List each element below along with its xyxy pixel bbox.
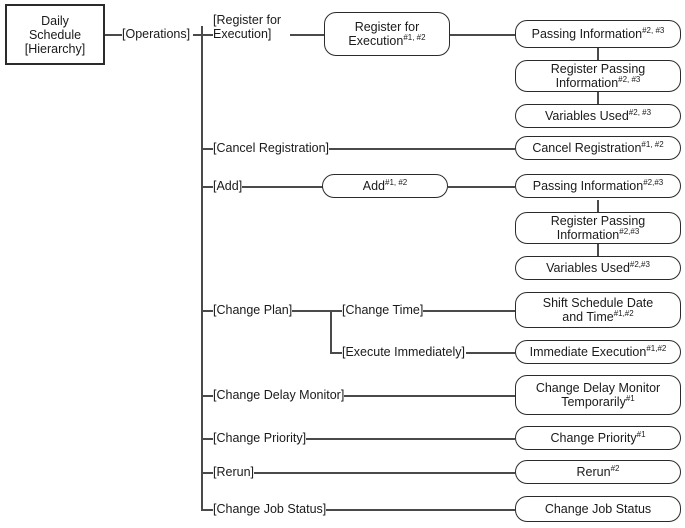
node-superscript: #1, #2 bbox=[385, 177, 408, 187]
connector-stub-cancel-registration bbox=[201, 148, 213, 150]
connector-passing-to-register-passing-1 bbox=[597, 48, 599, 60]
node-superscript: #1 bbox=[625, 393, 635, 403]
edge-label-cancel-registration[interactable]: [Cancel Registration] bbox=[213, 141, 330, 155]
connector-stub-change-plan bbox=[201, 310, 213, 312]
node-superscript: #2,#3 bbox=[643, 177, 664, 187]
node-superscript: #1,#2 bbox=[613, 308, 634, 318]
node-immediate-execution[interactable]: Immediate Execution#1,#2 bbox=[515, 340, 681, 364]
connector-register-passing-to-variables-1 bbox=[597, 92, 599, 104]
connector-register-label-to-node bbox=[290, 34, 325, 36]
connector-main-trunk bbox=[201, 26, 203, 510]
node-text: Cancel Registration#1, #2 bbox=[532, 139, 664, 155]
root-line-1: Daily bbox=[41, 13, 69, 28]
connector-stub-add bbox=[201, 186, 213, 188]
node-text: Change Priority#1 bbox=[550, 429, 646, 445]
edge-label-register-for-execution[interactable]: [Register for Execution] bbox=[213, 13, 282, 41]
node-superscript: #2,#3 bbox=[629, 259, 650, 269]
connector-root-to-operations bbox=[105, 34, 123, 36]
node-text: Variables Used#2,#3 bbox=[546, 259, 650, 275]
connector-execute-immediately-to-node bbox=[466, 352, 515, 354]
node-text: Add#1, #2 bbox=[362, 177, 408, 193]
edge-label-change-job-status[interactable]: [Change Job Status] bbox=[213, 502, 327, 516]
node-superscript: #1, #2 bbox=[403, 32, 426, 42]
connector-stub-register-for-execution bbox=[201, 34, 213, 36]
connector-stub-change-job-status bbox=[201, 509, 213, 511]
connector-stub-change-time bbox=[330, 310, 342, 312]
node-variables-used-1[interactable]: Variables Used#2, #3 bbox=[515, 104, 681, 128]
node-passing-information-2[interactable]: Passing Information#2,#3 bbox=[515, 174, 681, 198]
node-superscript: #1 bbox=[636, 429, 646, 439]
node-superscript: #1,#2 bbox=[646, 343, 667, 353]
node-superscript: #2 bbox=[610, 463, 620, 473]
edge-label-execute-immediately[interactable]: [Execute Immediately] bbox=[342, 345, 465, 359]
node-superscript: #1, #2 bbox=[641, 139, 664, 149]
node-superscript: #2, #3 bbox=[642, 25, 665, 35]
edge-label-change-delay-monitor[interactable]: [Change Delay Monitor] bbox=[213, 388, 345, 402]
node-passing-information-1[interactable]: Passing Information#2, #3 bbox=[515, 20, 681, 48]
connector-stub-change-priority bbox=[201, 438, 213, 440]
connector-passing-to-register-passing-2 bbox=[597, 200, 599, 212]
node-text: Immediate Execution#1,#2 bbox=[529, 343, 667, 359]
root-line-3: [Hierarchy] bbox=[24, 41, 86, 56]
node-change-priority[interactable]: Change Priority#1 bbox=[515, 426, 681, 450]
connector-cancel-label-to-node bbox=[318, 148, 515, 150]
connector-change-job-status-to-node bbox=[314, 509, 515, 511]
node-add[interactable]: Add#1, #2 bbox=[322, 174, 448, 198]
node-rerun[interactable]: Rerun#2 bbox=[515, 460, 681, 484]
connector-change-plan-to-subtrunk bbox=[288, 310, 332, 312]
connector-change-priority-to-node bbox=[296, 438, 515, 440]
node-text: Rerun#2 bbox=[576, 463, 620, 479]
edge-label-add[interactable]: [Add] bbox=[213, 179, 243, 193]
connector-add-node-to-passing-info bbox=[448, 186, 515, 188]
node-variables-used-2[interactable]: Variables Used#2,#3 bbox=[515, 256, 681, 280]
connector-change-plan-subtrunk bbox=[330, 310, 332, 353]
node-superscript: #2, #3 bbox=[618, 74, 641, 84]
node-text: Passing Information#2, #3 bbox=[531, 25, 665, 41]
node-text: Change Job Status bbox=[544, 502, 652, 516]
edge-label-rerun[interactable]: [Rerun] bbox=[213, 465, 254, 479]
edge-label-change-time[interactable]: [Change Time] bbox=[342, 303, 424, 317]
root-line-2: Schedule bbox=[28, 27, 82, 42]
node-text: Passing Information#2,#3 bbox=[532, 177, 664, 193]
node-text: Variables Used#2, #3 bbox=[544, 107, 652, 123]
connector-change-delay-monitor-to-node bbox=[330, 395, 515, 397]
connector-stub-change-delay-monitor bbox=[201, 395, 213, 397]
node-superscript: #2,#3 bbox=[619, 226, 640, 236]
connector-change-time-to-node bbox=[411, 310, 515, 312]
edge-label-change-plan[interactable]: [Change Plan] bbox=[213, 303, 293, 317]
edge-label-operations[interactable]: [Operations] bbox=[122, 27, 191, 41]
connector-register-passing-to-variables-2 bbox=[597, 244, 599, 256]
connector-stub-execute-immediately bbox=[330, 352, 342, 354]
connector-register-node-to-passing-info bbox=[450, 34, 515, 36]
connector-stub-rerun bbox=[201, 472, 213, 474]
node-change-job-status[interactable]: Change Job Status bbox=[515, 496, 681, 522]
root-node-daily-schedule-hierarchy[interactable]: Daily Schedule [Hierarchy] bbox=[5, 4, 105, 65]
node-cancel-registration[interactable]: Cancel Registration#1, #2 bbox=[515, 136, 681, 160]
connector-add-label-to-node bbox=[240, 186, 324, 188]
edge-label-change-priority[interactable]: [Change Priority] bbox=[213, 431, 307, 445]
node-superscript: #2, #3 bbox=[628, 107, 652, 117]
connector-rerun-to-node bbox=[251, 472, 515, 474]
